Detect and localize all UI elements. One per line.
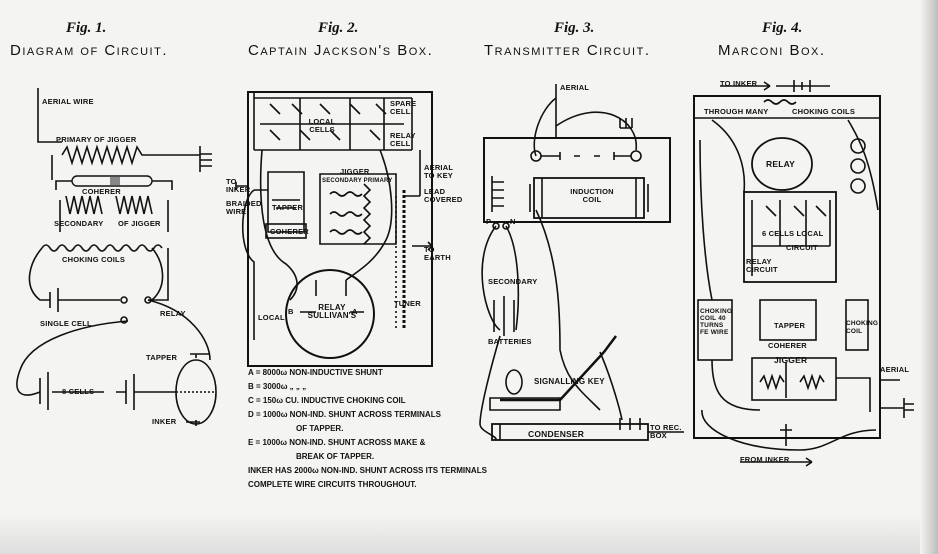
fig-4-jigger-label: JIGGER	[774, 355, 808, 365]
fig-4-choking-coil-label: CHOKING COIL 40 TURNS FE WIRE	[700, 308, 733, 336]
fig-1-choking-label: CHOKING COILS	[62, 255, 126, 264]
fig-2-tuner-label: TUNER	[394, 299, 421, 308]
fig-2-relay-label: RELAY SULLIVAN'S	[307, 303, 357, 320]
fig-2-title: Captain Jackson's Box.	[248, 42, 434, 59]
fig-4-relay-circuit-label: RELAY CIRCUIT	[746, 257, 778, 274]
fig-4-choking-coils-label: CHOKING COILS	[792, 107, 856, 116]
fig-4-to-inker-label: TO INKER	[720, 79, 758, 88]
fig-1-circuit	[16, 88, 217, 426]
fig-2-tapper-label: TAPPER	[272, 203, 304, 212]
fig-2-to-earth-label: TO EARTH	[424, 245, 451, 262]
fig-1-inker-label: INKER	[152, 417, 177, 426]
fig-3-key-label: SIGNALLING KEY	[534, 377, 605, 386]
legend-line: INKER HAS 2000ω NON-IND. SHUNT ACROSS IT…	[248, 466, 487, 475]
fig-2-lead-covered-label: LEAD COVERED	[424, 187, 463, 204]
fig-2-to-inker-label: TO INKER	[226, 177, 251, 194]
fig-3-condenser-label: CONDENSER	[528, 429, 585, 439]
fig-2-b-label: B	[288, 307, 294, 316]
fig-2-jigger-sub-label: SECONDARY PRIMARY	[322, 178, 393, 184]
fig-1-jigger-label: OF JIGGER	[118, 219, 161, 228]
fig-1-relay-label: RELAY	[160, 309, 186, 318]
fig-2-spare-cell-label: SPARE CELL.	[390, 99, 417, 116]
legend-line: C = 150ω CU. INDUCTIVE CHOKING COIL	[248, 396, 406, 405]
fig-1-tapper-label: TAPPER	[146, 353, 178, 362]
fig-3-batteries-label: BATTERIES	[488, 337, 532, 346]
legend-line: BREAK OF TAPPER.	[296, 452, 375, 461]
fig-1-cells-label: 8 CELLS	[62, 387, 95, 396]
fig-2-jigger-label: JIGGER	[340, 167, 370, 176]
fig-1-coherer-label: COHERER	[82, 187, 121, 196]
legend-line: E = 1000ω NON-IND. SHUNT ACROSS MAKE &	[248, 438, 426, 447]
fig-2-braided-label: BRAIDED WIRE	[226, 199, 262, 216]
fig-3-aerial-label: AERIAL	[560, 83, 590, 92]
fig-3-secondary-label: SECONDARY	[488, 277, 538, 286]
fig-1-primary-label: PRIMARY OF JIGGER	[56, 135, 137, 144]
fig-2-circuit	[235, 91, 433, 367]
fig-4-circuit	[693, 80, 914, 467]
fig-3-circuit	[479, 84, 684, 441]
fig-1-secondary-label: SECONDARY	[54, 219, 104, 228]
fig-2-aerial-key-label: AERIAL TO KEY	[424, 163, 453, 180]
fig-4-choking-coil2-label: CHOKING COIL	[846, 320, 879, 335]
fig-3-number: Fig. 3.	[554, 20, 595, 36]
fig-4-relay-label: RELAY	[766, 159, 796, 169]
page-shadow	[0, 514, 938, 554]
fig-2-local-cells-label: LOCAL CELLS	[308, 117, 336, 134]
fig-4-from-inker-label: FROM INKER	[740, 455, 790, 464]
legend-line: OF TAPPER.	[296, 424, 344, 433]
fig-4-title: Marconi Box.	[718, 42, 826, 59]
fig-2-number: Fig. 2.	[318, 20, 359, 36]
fig-1-aerial-label: AERIAL WIRE	[42, 97, 94, 106]
fig-3-title: Transmitter Circuit.	[484, 42, 651, 59]
fig-4-through-label: THROUGH MANY	[704, 107, 769, 116]
legend-line: B = 3000ω „ „ „	[248, 382, 307, 391]
fig-4-cells-local-label: 6 CELLS LOCAL	[762, 229, 824, 238]
page-edge	[920, 0, 938, 554]
fig-4-tapper-label: TAPPER	[774, 321, 806, 330]
fig-3-induction-coil-label: INDUCTION COIL	[570, 187, 614, 204]
fig-4-number: Fig. 4.	[762, 20, 803, 36]
fig-1-single-cell-label: SINGLE CELL	[40, 319, 92, 328]
fig-2-local-label: LOCAL	[258, 313, 285, 322]
legend-line: COMPLETE WIRE CIRCUITS THROUGHOUT.	[248, 480, 417, 489]
fig-2-relay-cell-label: RELAY CELL	[390, 131, 416, 148]
fig-3-n-label: N	[510, 217, 516, 226]
fig-1-number: Fig. 1.	[66, 20, 107, 36]
fig-2-a-label: A	[352, 307, 358, 316]
fig-1-title: Diagram of Circuit.	[10, 42, 168, 59]
fig-3-p-label: P	[486, 217, 492, 226]
fig-2-coherer-label: COHERER	[270, 227, 309, 236]
fig-4-aerial-label: AERIAL	[880, 365, 910, 374]
fig-2-legend: A = 8000ω NON-INDUCTIVE SHUNT B = 3000ω …	[248, 366, 487, 492]
legend-line: D = 1000ω NON-IND. SHUNT ACROSS TERMINAL…	[248, 410, 441, 419]
legend-line: A = 8000ω NON-INDUCTIVE SHUNT	[248, 368, 383, 377]
fig-4-circuit-label: CIRCUIT	[786, 243, 818, 252]
fig-4-coherer-label: COHERER	[768, 341, 807, 350]
fig-3-to-rec-label: TO REC. BOX	[650, 423, 682, 440]
